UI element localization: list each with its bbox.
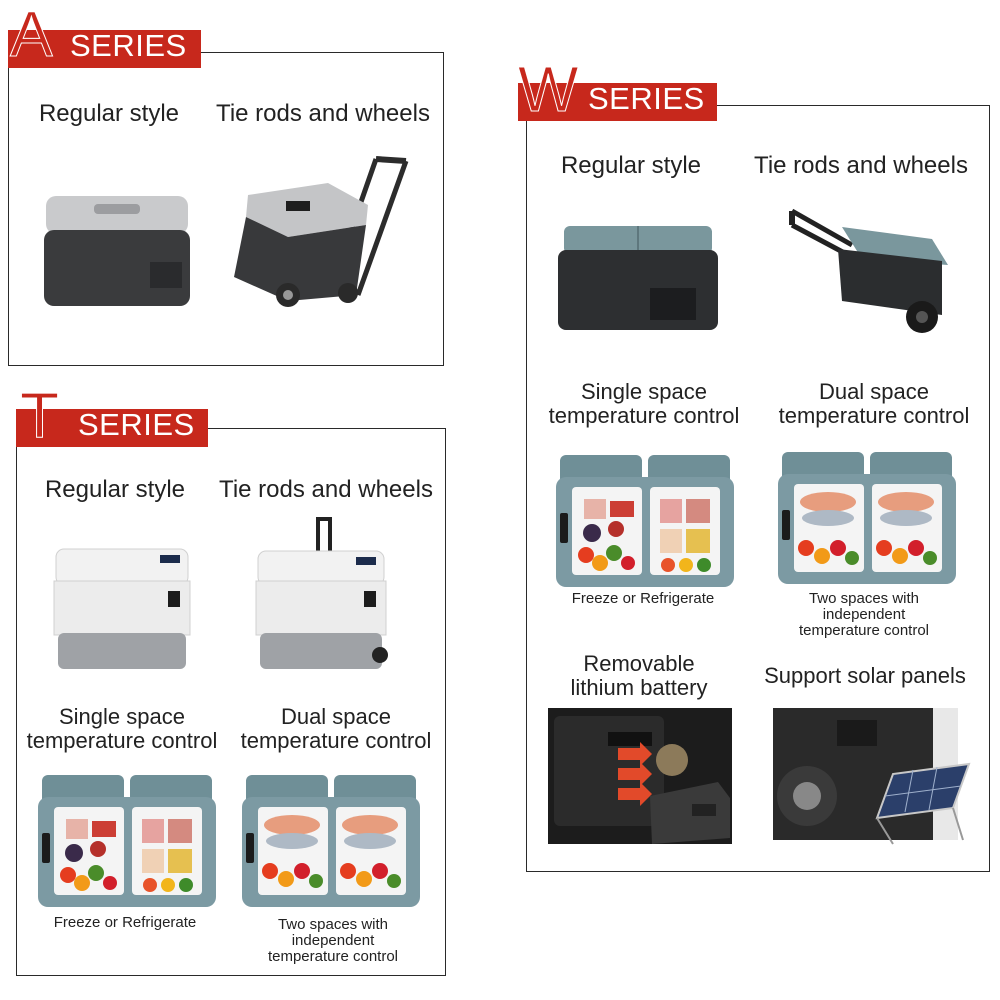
w-single-space-label: Single space temperature control	[548, 379, 740, 428]
w-two-spaces-caption: Two spaces with independent temperature …	[798, 590, 930, 639]
a-series-word: SERIES	[70, 28, 187, 63]
w-wheeled-cooler-image	[782, 205, 952, 340]
w-freeze-caption: Freeze or Refrigerate	[571, 590, 715, 607]
a-regular-cooler-image	[42, 190, 192, 310]
w-series-letter: W	[517, 53, 579, 125]
t-series-letter: T	[19, 379, 60, 451]
w-battery-image	[548, 708, 732, 844]
t-dual-space-label: Dual space temperature control	[240, 704, 432, 753]
t-regular-style-label: Regular style	[44, 476, 186, 503]
w-dual-space-label: Dual space temperature control	[778, 379, 970, 428]
w-series-badge: W SERIES	[517, 57, 717, 122]
t-dual-fridge-image	[242, 775, 420, 907]
w-regular-style-label: Regular style	[560, 152, 702, 179]
a-series-badge: A SERIES	[8, 2, 201, 68]
w-dual-fridge-image	[778, 452, 956, 584]
w-battery-label: Removable lithium battery	[570, 651, 708, 700]
a-regular-style-label: Regular style	[38, 100, 180, 127]
t-series-word: SERIES	[78, 407, 195, 442]
w-regular-cooler-image	[556, 222, 720, 332]
t-wheeled-cooler-image	[254, 515, 394, 680]
w-single-fridge-image	[556, 455, 734, 587]
a-series-letter: A	[10, 0, 54, 70]
t-series-badge: T SERIES	[16, 383, 208, 448]
w-solar-label: Support solar panels	[764, 663, 966, 688]
t-single-space-label: Single space temperature control	[26, 704, 218, 753]
a-wheeled-cooler-image	[228, 155, 418, 315]
w-series-word: SERIES	[588, 81, 705, 116]
t-tie-rods-label: Tie rods and wheels	[219, 476, 433, 503]
t-single-fridge-image	[38, 775, 216, 907]
a-tie-rods-label: Tie rods and wheels	[216, 100, 430, 127]
t-regular-cooler-image	[52, 545, 192, 675]
w-tie-rods-label: Tie rods and wheels	[754, 152, 968, 179]
t-freeze-caption: Freeze or Refrigerate	[53, 914, 197, 931]
w-solar-image	[773, 708, 983, 848]
t-two-spaces-caption: Two spaces with independent temperature …	[267, 916, 399, 965]
